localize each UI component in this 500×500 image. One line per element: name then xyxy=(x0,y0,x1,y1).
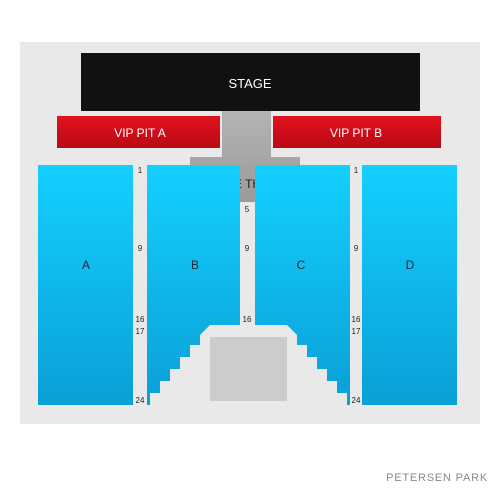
row-labels-aisle-cd: 1 9 16 17 24 xyxy=(352,166,361,405)
section-c[interactable]: C xyxy=(255,165,350,405)
section-c-label: C xyxy=(297,258,306,272)
row-label: 16 xyxy=(243,315,252,324)
row-labels-aisle-ab: 1 9 16 17 24 xyxy=(136,166,145,405)
venue-name: PETERSEN PARK xyxy=(386,472,488,484)
row-label: 17 xyxy=(136,327,145,336)
section-a[interactable]: A xyxy=(38,165,133,405)
section-b[interactable]: B xyxy=(147,165,240,405)
vip-pit-b-label: VIP PIT B xyxy=(330,126,382,140)
row-label: 1 xyxy=(138,166,143,175)
stage-label: STAGE xyxy=(228,76,271,91)
row-label: 16 xyxy=(352,315,361,324)
row-label: 24 xyxy=(136,396,145,405)
row-label: 1 xyxy=(354,166,359,175)
section-a-label: A xyxy=(82,258,90,272)
row-labels-aisle-bc: 5 9 16 xyxy=(243,205,252,324)
row-label: 5 xyxy=(245,205,250,214)
stage[interactable]: STAGE xyxy=(81,53,420,111)
row-label: 24 xyxy=(352,396,361,405)
vip-pit-a[interactable]: VIP PIT A xyxy=(57,116,220,148)
section-d-label: D xyxy=(406,258,415,272)
section-d[interactable]: D xyxy=(362,165,457,405)
row-label: 9 xyxy=(354,244,359,253)
row-label: 17 xyxy=(352,327,361,336)
row-label: 9 xyxy=(245,244,250,253)
section-b-label: B xyxy=(191,258,199,272)
vip-pit-a-label: VIP PIT A xyxy=(114,126,166,140)
floor-area xyxy=(210,337,287,401)
row-label: 9 xyxy=(138,244,143,253)
row-label: 16 xyxy=(136,315,145,324)
vip-pit-b[interactable]: VIP PIT B xyxy=(273,116,441,148)
